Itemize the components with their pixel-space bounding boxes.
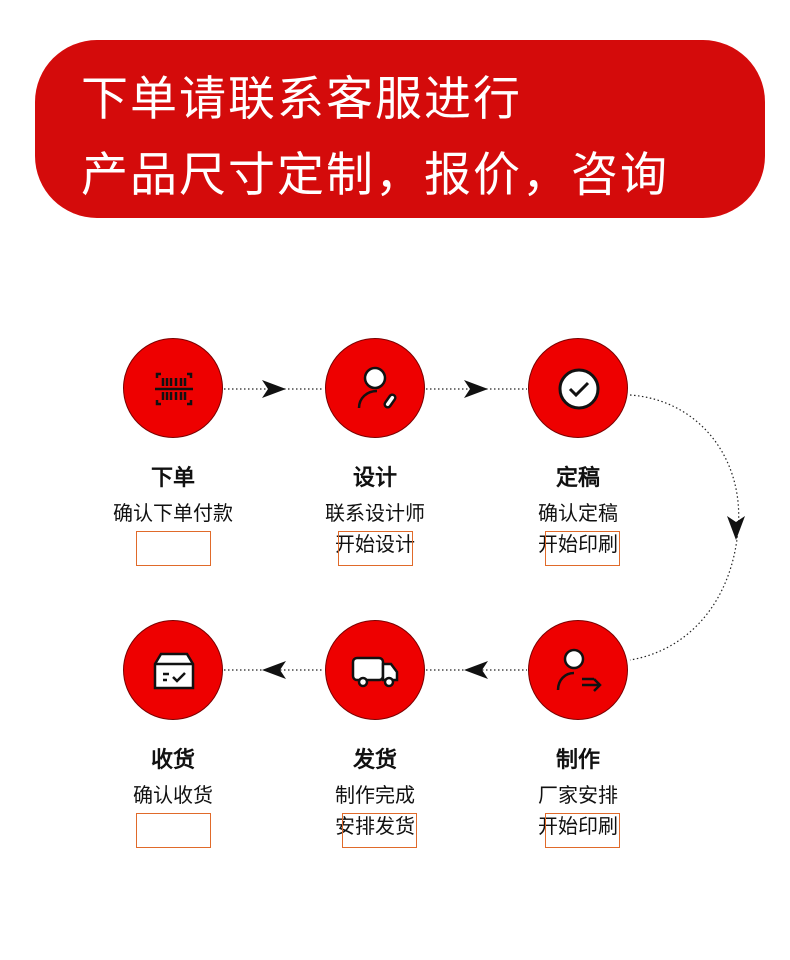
step-circle	[123, 620, 223, 720]
step-desc: 确认收货	[133, 783, 213, 807]
placeholder-box	[136, 531, 211, 566]
step-circle	[528, 338, 628, 438]
truck-icon	[351, 656, 399, 688]
step-desc-2: 开始印刷	[538, 532, 618, 556]
arrow-left-icon	[262, 661, 286, 679]
step-desc-2: 开始印刷	[538, 814, 618, 838]
package-check-icon	[153, 652, 195, 690]
banner-line-2: 产品尺寸定制，报价，咨询	[81, 148, 669, 203]
step-desc: 确认定稿	[538, 501, 618, 525]
arrow-right-icon	[464, 380, 488, 398]
banner-line-1: 下单请联系客服进行	[81, 72, 522, 127]
step-circle	[325, 338, 425, 438]
step-title: 发货	[352, 748, 397, 773]
step-title: 下单	[150, 466, 195, 491]
barcode-scan-icon	[155, 372, 193, 406]
placeholder-box	[338, 531, 413, 566]
user-arrow-icon	[556, 648, 602, 692]
step-title: 设计	[352, 466, 397, 491]
arrow-left-icon	[464, 661, 488, 679]
step-desc: 制作完成	[335, 783, 415, 807]
check-circle-icon	[558, 368, 600, 410]
step-circle	[325, 620, 425, 720]
step-title: 制作	[555, 748, 600, 773]
contact-banner: 下单请联系客服进行 产品尺寸定制，报价，咨询	[35, 40, 765, 218]
step-circle	[528, 620, 628, 720]
arrow-down-icon	[727, 516, 745, 540]
user-edit-icon	[357, 366, 397, 409]
placeholder-box	[545, 531, 620, 566]
placeholder-box	[136, 813, 211, 848]
step-title: 定稿	[555, 466, 600, 491]
connector-3	[629, 394, 740, 661]
step-desc: 厂家安排	[538, 783, 618, 807]
arrow-right-icon	[262, 380, 286, 398]
step-circle	[123, 338, 223, 438]
step-desc-2: 开始设计	[335, 532, 415, 556]
placeholder-box	[545, 813, 620, 848]
step-title: 收货	[150, 748, 195, 773]
step-desc-2: 安排发货	[335, 814, 415, 838]
placeholder-box	[342, 813, 417, 848]
step-desc: 联系设计师	[325, 501, 425, 525]
step-desc: 确认下单付款	[113, 501, 233, 525]
